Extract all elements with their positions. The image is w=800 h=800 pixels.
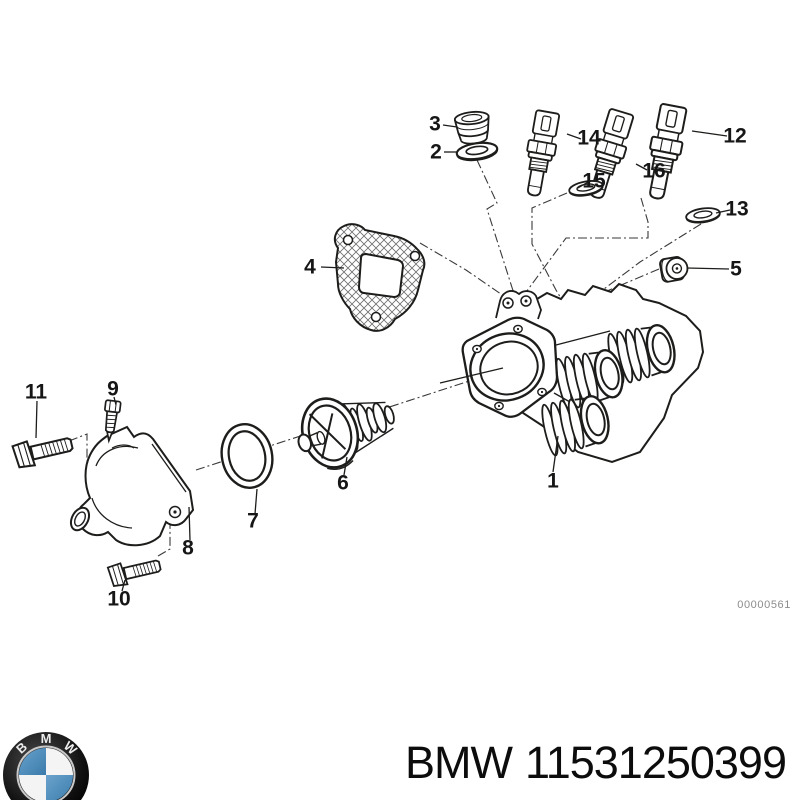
callout-8: 8 bbox=[182, 536, 194, 560]
part-9-vent-screw bbox=[104, 399, 122, 444]
callout-4: 4 bbox=[304, 255, 316, 279]
callout-5: 5 bbox=[730, 257, 742, 281]
callout-14: 14 bbox=[577, 126, 601, 150]
part-14-temperature-sensor bbox=[518, 108, 563, 199]
footer-part-number: BMW 11531250399 bbox=[405, 737, 787, 789]
callout-10: 10 bbox=[107, 587, 131, 611]
part-8-thermostat-cover bbox=[69, 425, 195, 547]
callout-1: 1 bbox=[547, 469, 559, 493]
part-3-screw-plug bbox=[453, 110, 490, 145]
flange-bolt-holes bbox=[472, 324, 547, 411]
part-2-gasket-ring bbox=[454, 139, 500, 164]
brand-text: BMW bbox=[405, 737, 513, 788]
part-1-thermostat-housing bbox=[461, 282, 705, 464]
callout-9: 9 bbox=[107, 377, 119, 401]
callout-12: 12 bbox=[723, 124, 747, 148]
part-4-profile-gasket bbox=[333, 223, 426, 332]
part-7-o-ring bbox=[220, 423, 274, 489]
part-10-hex-bolt bbox=[106, 553, 164, 589]
callout-6: 6 bbox=[337, 471, 349, 495]
bmw-logo: B M W bbox=[1, 729, 93, 800]
part-5-hex-nut bbox=[659, 256, 689, 283]
part-number-text: 11531250399 bbox=[525, 737, 787, 788]
callout-13: 13 bbox=[725, 197, 749, 221]
callout-leader-lines bbox=[35, 124, 731, 592]
part-12-temperature-sensor bbox=[639, 102, 691, 203]
callout-15: 15 bbox=[582, 169, 606, 193]
callout-7: 7 bbox=[247, 509, 259, 533]
callout-2: 2 bbox=[430, 140, 442, 164]
part-13-sealing-washer bbox=[684, 205, 722, 226]
exploded-view-drawing bbox=[11, 102, 731, 592]
callout-16: 16 bbox=[642, 159, 666, 183]
bmw-roundel-icon: B M W bbox=[3, 731, 89, 800]
part-6-thermostat bbox=[297, 397, 395, 471]
part-11-hex-bolt bbox=[11, 430, 76, 471]
callout-11: 11 bbox=[24, 380, 48, 404]
callout-3: 3 bbox=[429, 112, 441, 136]
logo-letter-m: M bbox=[41, 731, 52, 746]
drawing-number: 00000561 bbox=[737, 599, 791, 611]
